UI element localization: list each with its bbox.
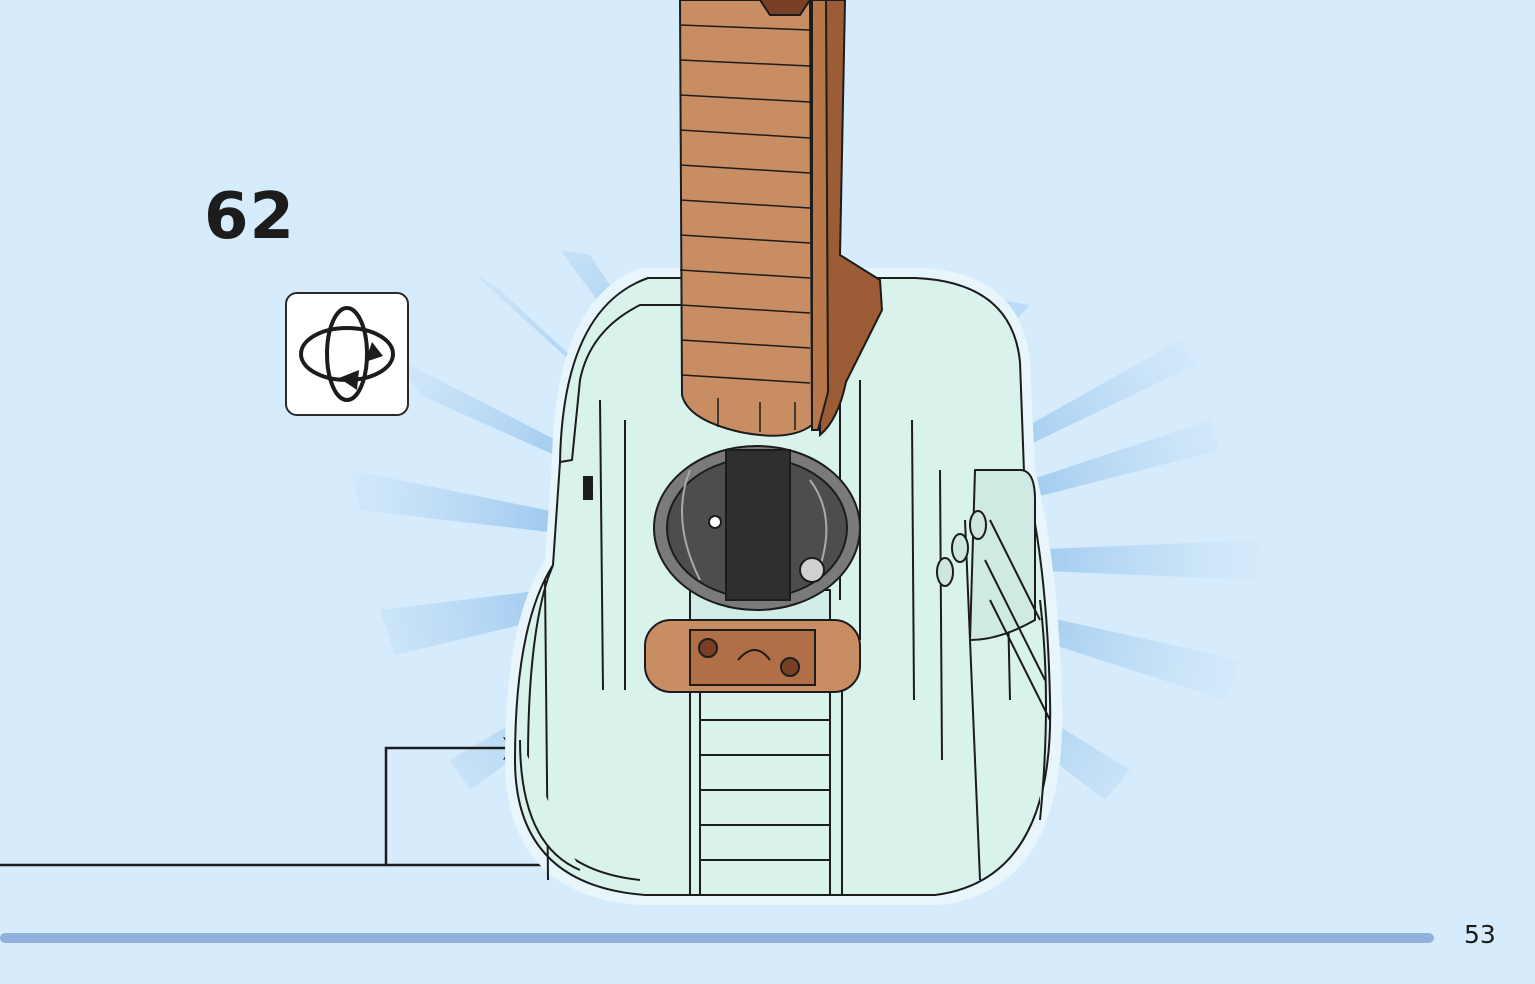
page-number: 53 (1464, 920, 1496, 949)
sound-hole (653, 445, 861, 611)
side-pegs (583, 476, 987, 587)
guitar-neck (678, 0, 884, 438)
rotate-model-icon (299, 306, 395, 402)
step-number: 62 (204, 180, 296, 254)
page-progress-fill (0, 933, 1434, 943)
page-progress-bar (0, 933, 1434, 943)
guitar-bridge (644, 619, 861, 693)
rotate-model-callout (285, 292, 409, 416)
